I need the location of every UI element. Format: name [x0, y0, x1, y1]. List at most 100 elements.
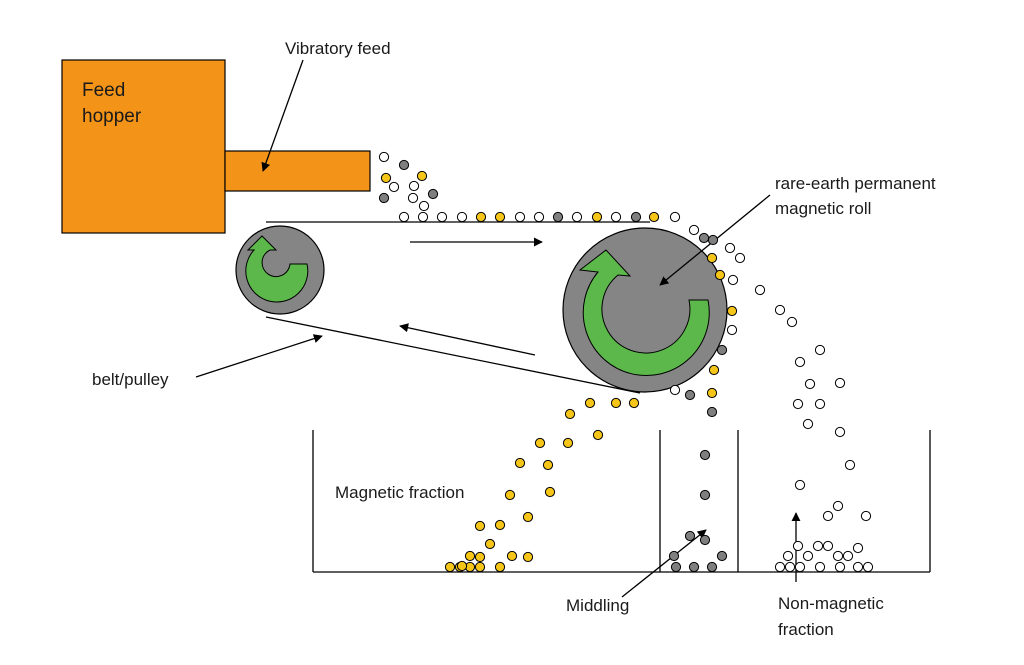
- magnetic-particle: [648, 211, 660, 223]
- magnetic-roll-label-line2: magnetic roll: [775, 199, 871, 218]
- magnetic-particle: [708, 364, 720, 376]
- non-magnetic-particle: [812, 540, 824, 552]
- feed-hopper: [61, 59, 226, 234]
- middling-particle: [668, 550, 680, 562]
- middling-particle: [398, 159, 410, 171]
- belt-bottom: [265, 316, 641, 394]
- non-magnetic-particle: [388, 181, 400, 193]
- non-magnetic-particle: [378, 151, 390, 163]
- magnetic-roll: [562, 227, 728, 393]
- magnetic-particle: [706, 252, 718, 264]
- roll-rotation-arrow: [578, 249, 710, 377]
- non-magnetic-label-line1: Non-magnetic: [778, 594, 884, 613]
- vibratory-feed-label: Vibratory feed: [285, 39, 391, 58]
- non-magnetic-particle: [804, 378, 816, 390]
- non-magnetic-particle: [834, 426, 846, 438]
- non-magnetic-particle: [727, 274, 739, 286]
- non-magnetic-particle: [832, 550, 844, 562]
- non-magnetic-particle: [726, 324, 738, 336]
- non-magnetic-particle: [436, 211, 448, 223]
- magnetic-particle: [494, 561, 506, 573]
- feed-hopper-label-line2: hopper: [82, 106, 142, 127]
- non-magnetic-particle: [822, 510, 834, 522]
- magnetic-particle: [534, 437, 546, 449]
- middling-particle: [699, 534, 711, 546]
- non-magnetic-particle: [417, 211, 429, 223]
- non-magnetic-particle: [754, 284, 766, 296]
- middling-particle: [699, 489, 711, 501]
- pulley: [235, 225, 325, 315]
- non-magnetic-particle: [802, 418, 814, 430]
- non-magnetic-particle: [774, 304, 786, 316]
- non-magnetic-particle: [610, 211, 622, 223]
- non-magnetic-particle: [794, 479, 806, 491]
- non-magnetic-particle: [822, 540, 834, 552]
- magnetic-particle: [592, 429, 604, 441]
- middling-particle: [688, 561, 700, 573]
- non-magnetic-label-line2: fraction: [778, 620, 834, 639]
- magnetic-particle: [628, 397, 640, 409]
- non-magnetic-particle: [852, 561, 864, 573]
- middling-particle: [630, 211, 642, 223]
- magnetic-fraction-label: Magnetic fraction: [335, 483, 464, 502]
- middling-particle: [716, 550, 728, 562]
- collection-bins: [312, 430, 931, 573]
- magnetic-particle: [706, 387, 718, 399]
- non-magnetic-particle: [782, 550, 794, 562]
- magnetic-particle: [464, 550, 476, 562]
- magnetic-particle: [544, 486, 556, 498]
- non-magnetic-particle: [834, 377, 846, 389]
- magnetic-particle: [584, 397, 596, 409]
- non-magnetic-particle: [688, 224, 700, 236]
- magnetic-particle: [504, 489, 516, 501]
- non-magnetic-particle: [814, 398, 826, 410]
- non-magnetic-particle: [724, 242, 736, 254]
- middling-label: Middling: [566, 596, 629, 615]
- non-magnetic-particle: [456, 211, 468, 223]
- particles: [378, 151, 874, 573]
- middling-particle: [716, 344, 728, 356]
- magnetic-particle: [522, 551, 534, 563]
- middling-particle: [684, 389, 696, 401]
- non-magnetic-particle: [418, 200, 430, 212]
- magnetic-particle: [444, 561, 456, 573]
- magnetic-particle: [475, 211, 487, 223]
- middling-particle: [427, 188, 439, 200]
- middling-particle: [698, 232, 710, 244]
- non-magnetic-particle: [669, 211, 681, 223]
- non-magnetic-particle: [792, 398, 804, 410]
- feed-hopper-label-line1: Feed: [82, 80, 125, 101]
- non-magnetic-particle: [514, 211, 526, 223]
- magnetic-particle: [564, 408, 576, 420]
- magnetic-particle: [514, 457, 526, 469]
- belt-direction-arrow-left: [399, 323, 536, 356]
- non-magnetic-particle: [669, 384, 681, 396]
- magnetic-particle: [474, 561, 486, 573]
- magnetic-roll-label-line1: rare-earth permanent: [775, 174, 936, 193]
- middling-particle: [706, 406, 718, 418]
- non-magnetic-particle: [774, 561, 786, 573]
- non-magnetic-particle: [407, 192, 419, 204]
- magnetic-particle: [474, 520, 486, 532]
- magnetic-particle: [726, 305, 738, 317]
- magnetic-particle: [714, 269, 726, 281]
- middling-particle: [552, 211, 564, 223]
- magnetic-particle: [416, 170, 428, 182]
- non-magnetic-particle: [842, 550, 854, 562]
- middling-particle: [699, 449, 711, 461]
- non-magnetic-particle: [832, 500, 844, 512]
- magnetic-particle: [542, 459, 554, 471]
- pulley-rotation-arrow: [245, 235, 309, 303]
- non-magnetic-particle: [834, 561, 846, 573]
- non-magnetic-particle: [784, 561, 796, 573]
- middling-pointer-arrow: [621, 529, 707, 598]
- non-magnetic-particle: [860, 510, 872, 522]
- magnetic-particle: [484, 538, 496, 550]
- non-magnetic-particle: [862, 561, 874, 573]
- non-magnetic-particle: [802, 550, 814, 562]
- vibratory-feed-pointer-arrow: [261, 59, 304, 172]
- non-magnetic-particle: [814, 344, 826, 356]
- non-magnetic-particle: [794, 356, 806, 368]
- magnetic-particle: [562, 437, 574, 449]
- magnetic-particle: [506, 550, 518, 562]
